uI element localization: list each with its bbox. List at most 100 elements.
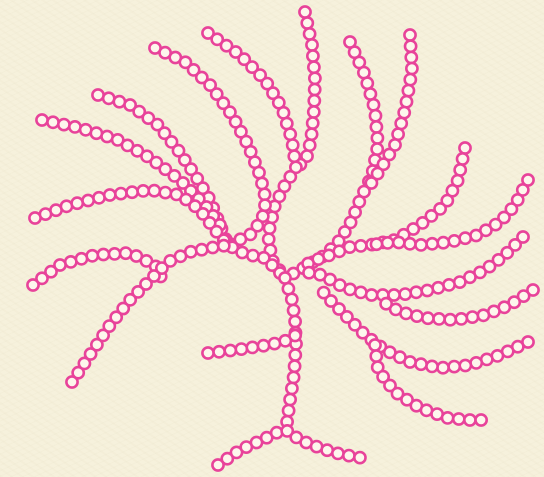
bead	[457, 153, 468, 164]
bead	[467, 312, 478, 323]
bead	[366, 289, 377, 300]
bead	[406, 63, 417, 74]
bead	[253, 167, 264, 178]
bead	[299, 6, 310, 17]
bead	[309, 95, 320, 106]
bead	[196, 244, 207, 255]
bead	[72, 198, 83, 209]
bead	[400, 289, 411, 300]
bead	[236, 344, 247, 355]
bead	[371, 239, 382, 250]
bead	[149, 185, 160, 196]
bead	[225, 345, 236, 356]
bead	[115, 188, 126, 199]
bead	[36, 114, 47, 125]
bead-chains	[27, 6, 538, 470]
bead	[460, 233, 471, 244]
bead	[427, 238, 438, 249]
bead	[218, 240, 229, 251]
bead	[269, 338, 280, 349]
bead	[404, 238, 415, 249]
bead	[259, 189, 270, 200]
bead	[306, 39, 317, 50]
bead	[307, 50, 318, 61]
bead	[307, 118, 318, 129]
bead	[247, 250, 258, 261]
bead	[138, 185, 149, 196]
bead	[289, 361, 300, 372]
bead	[306, 129, 317, 140]
bead	[309, 84, 320, 95]
bead	[308, 62, 319, 73]
bead	[93, 192, 104, 203]
bead	[403, 85, 414, 96]
bead	[449, 361, 460, 372]
bead	[58, 119, 69, 130]
bead	[449, 235, 460, 246]
bead	[76, 253, 87, 264]
bead	[366, 177, 377, 188]
bead	[69, 121, 80, 132]
bead	[393, 237, 404, 248]
bead	[371, 351, 382, 362]
bead	[382, 237, 393, 248]
bead	[422, 285, 433, 296]
bead	[127, 187, 138, 198]
bead	[454, 277, 465, 288]
bead	[354, 452, 365, 463]
bead	[433, 282, 444, 293]
bead	[478, 310, 489, 321]
bead	[453, 413, 464, 424]
bead	[404, 29, 415, 40]
bead	[471, 230, 482, 241]
bead	[289, 151, 300, 162]
bead	[438, 237, 449, 248]
bead	[303, 267, 314, 278]
bead	[104, 189, 115, 200]
bead	[442, 412, 453, 423]
bead	[290, 349, 301, 360]
bead	[309, 73, 320, 84]
bead	[405, 74, 416, 85]
bead	[415, 359, 426, 370]
bead	[287, 140, 298, 151]
bead	[247, 342, 258, 353]
bead	[202, 347, 213, 358]
bead	[401, 96, 412, 107]
bead	[285, 129, 296, 140]
bead	[365, 88, 376, 99]
bead	[476, 414, 487, 425]
bead	[332, 448, 343, 459]
bead	[460, 360, 471, 371]
bead	[415, 239, 426, 250]
bead	[290, 316, 301, 327]
bead	[288, 372, 299, 383]
bead	[258, 340, 269, 351]
bead	[370, 110, 381, 121]
bead	[362, 78, 373, 89]
bead	[185, 246, 196, 257]
bead	[285, 394, 296, 405]
bead	[456, 313, 467, 324]
bead	[259, 200, 270, 211]
bead	[263, 234, 274, 245]
bead	[290, 330, 301, 341]
bead	[264, 223, 275, 234]
bead	[288, 305, 299, 316]
bead	[286, 383, 297, 394]
bead	[109, 248, 120, 259]
bead	[371, 121, 382, 132]
bead	[426, 361, 437, 372]
bead	[411, 287, 422, 298]
bead	[302, 17, 313, 28]
bead	[98, 249, 109, 260]
bead	[343, 450, 354, 461]
bead	[368, 99, 379, 110]
bead	[318, 287, 329, 298]
bead	[369, 339, 380, 350]
bead	[304, 28, 315, 39]
bead	[355, 240, 366, 251]
bead	[422, 313, 433, 324]
